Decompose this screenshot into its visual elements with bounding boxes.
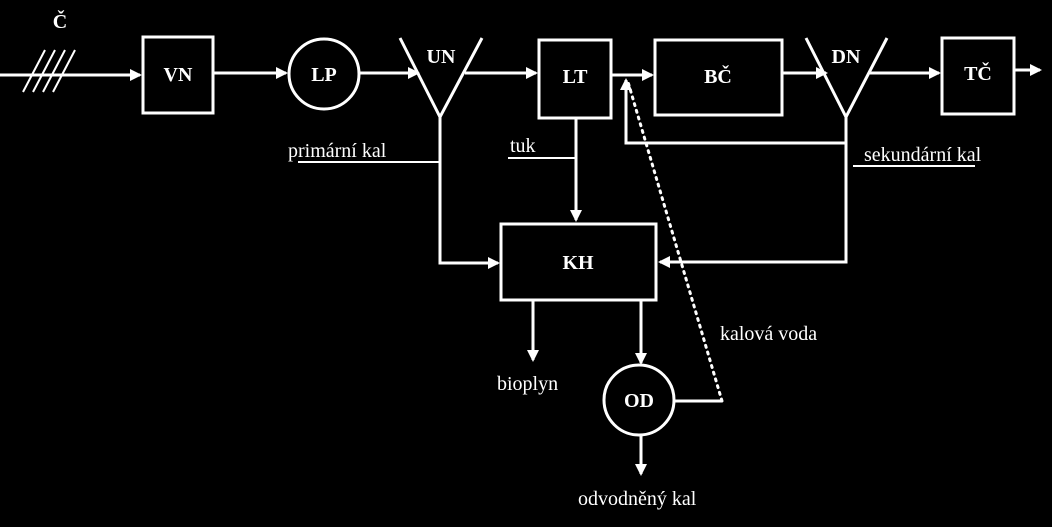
screen-symbol: Č <box>0 9 142 93</box>
bioplyn-label: bioplyn <box>497 373 558 395</box>
return-sludge-arrow <box>620 78 848 145</box>
bc-label: BČ <box>704 64 732 88</box>
sekundarni-kal-label: sekundární kal <box>864 144 982 166</box>
screen-label: Č <box>53 9 67 33</box>
vn-label: VN <box>164 64 193 86</box>
bc-box <box>653 38 784 117</box>
tc-box <box>940 36 1016 116</box>
odvodneny-kal-label: odvodněný kal <box>578 488 697 510</box>
un-label: UN <box>427 46 456 68</box>
kalova-voda-label: kalová voda <box>720 323 817 345</box>
tuk-label: tuk <box>510 135 536 157</box>
od-label: OD <box>624 390 654 412</box>
kh-box <box>499 222 658 302</box>
vn-box <box>141 35 215 115</box>
sludge-water-dotted-line <box>626 80 724 403</box>
kh-label: KH <box>562 252 594 274</box>
tc-label: TČ <box>964 61 992 85</box>
lt-label: LT <box>563 66 589 88</box>
primarni-kal-label: primární kal <box>288 140 387 162</box>
lp-label: LP <box>311 64 337 86</box>
secondary-sludge-arrow <box>658 143 848 268</box>
dn-label: DN <box>832 46 861 68</box>
primary-sludge-arrow <box>438 117 500 269</box>
